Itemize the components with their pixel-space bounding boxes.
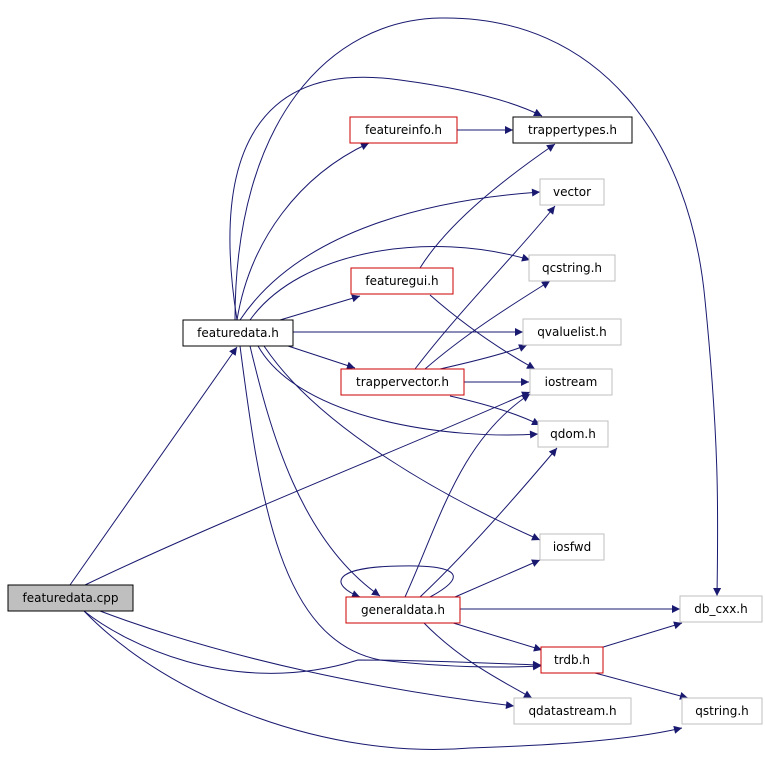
node-label: featuredata.h [197,326,279,340]
node-label: trappertypes.h [528,123,617,137]
node-qstring-h[interactable]: qstring.h [681,697,763,725]
node-label: iostream [545,375,598,389]
edge-generaldata-h-to-qdom-h [419,447,558,598]
edge-featuredata-h-to-db-cxx-h [234,17,722,597]
edge-featuredata-cpp-to-qstring-h [83,610,683,751]
node-label: trappervector.h [356,375,449,389]
edge-featuredata-h-to-featuregui-h [279,294,361,321]
node-qvaluelist-h[interactable]: qvaluelist.h [522,318,622,346]
node-label: qdatastream.h [528,704,616,718]
node-label: iosfwd [553,540,591,554]
node-label: vector [553,185,591,199]
node-trappervector-h[interactable]: trappervector.h [340,368,465,396]
node-label: qcstring.h [542,261,602,275]
edge-featuredata-cpp-to-iostream [84,391,531,586]
node-label: qstring.h [695,704,748,718]
node-db-cxx-h[interactable]: db_cxx.h [679,595,763,623]
edge-featuredata-h-to-trdb-h [239,345,542,671]
edge-featuregui-h-to-trappertypes-h [419,143,556,269]
edge-generaldata-h-self-loop [340,565,454,598]
edge-generaldata-h-to-iostream [404,393,531,598]
node-qdatastream-h[interactable]: qdatastream.h [513,697,632,725]
node-iostream[interactable]: iostream [529,368,613,396]
node-label: featureinfo.h [365,123,442,137]
edge-generaldata-h-to-iosfwd [454,559,541,598]
node-iosfwd[interactable]: iosfwd [539,533,605,561]
node-label: db_cxx.h [694,602,747,616]
node-trdb-h[interactable]: trdb.h [540,646,604,674]
node-trappertypes-h[interactable]: trappertypes.h [512,116,633,144]
edge-featuredata-cpp-to-featuredata-h [69,346,238,586]
node-featuregui-h[interactable]: featuregui.h [350,267,454,295]
edge-trappervector-h-to-vector [414,205,556,370]
edge-featuredata-h-to-iosfwd [263,345,541,541]
node-label: qvaluelist.h [537,325,606,339]
edge-featuredata-cpp-to-qdatastream-h [99,610,515,710]
edge-trappervector-h-to-qcstring-h [424,280,551,370]
edge-featuredata-cpp-to-trdb-h [83,610,542,674]
edge-featuredata-h-to-qdom-h [257,345,539,439]
edge-trappervector-h-to-qdom-h [449,395,541,426]
node-vector[interactable]: vector [539,178,605,206]
edge-trdb-h-to-db-cxx-h [599,621,683,649]
node-qcstring-h[interactable]: qcstring.h [528,254,616,282]
node-label: generaldata.h [361,603,445,617]
edge-featuredata-h-to-trappertypes-h [229,76,543,321]
node-label: trdb.h [554,653,590,667]
edge-featuredata-h-to-featureinfo-h [236,142,370,321]
edges [69,17,722,751]
edge-trdb-h-to-qstring-h [594,672,689,700]
node-generaldata-h[interactable]: generaldata.h [345,596,461,624]
edge-featuredata-h-to-vector [239,188,541,321]
node-qdom-h[interactable]: qdom.h [537,420,609,448]
nodes: featuredata.cpp featuredata.h featureinf… [7,116,763,725]
edge-trappervector-h-to-qvaluelist-h [439,344,528,370]
node-featuredata-cpp[interactable]: featuredata.cpp [7,584,134,612]
edge-featuregui-h-to-iostream [429,294,536,370]
edge-featuredata-h-to-qcstring-h [249,246,531,321]
edge-featuredata-h-to-trappervector-h [284,344,356,370]
edge-generaldata-h-to-qdatastream-h [422,621,533,699]
node-featureinfo-h[interactable]: featureinfo.h [349,116,458,144]
node-label: featuregui.h [365,274,438,288]
node-label: featuredata.cpp [23,591,119,605]
node-featuredata-h[interactable]: featuredata.h [182,319,294,347]
node-label: qdom.h [550,427,596,441]
edge-generaldata-h-to-trdb-h [449,621,543,652]
